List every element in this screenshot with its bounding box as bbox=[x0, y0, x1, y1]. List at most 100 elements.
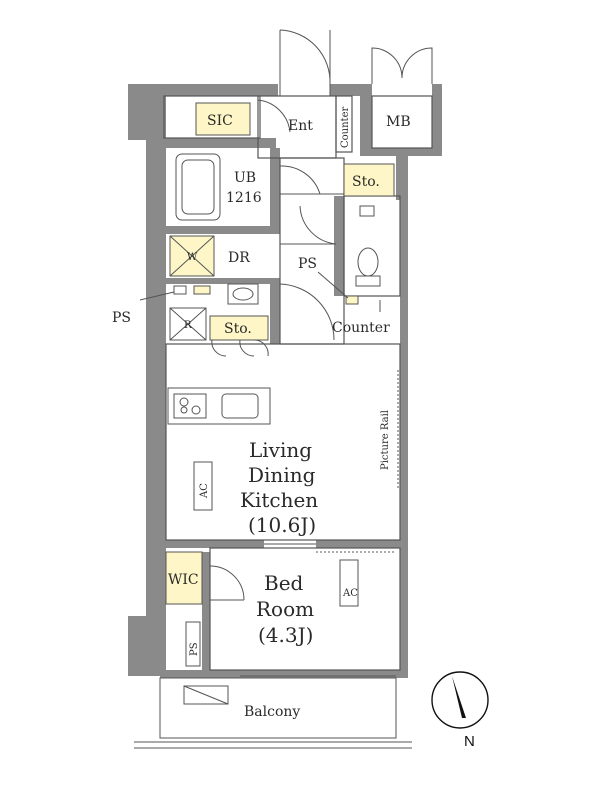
wall-bottom bbox=[160, 670, 408, 678]
balcony-unit bbox=[183, 685, 229, 705]
wall-toilet-left bbox=[334, 196, 344, 296]
wall-ldk-bed bbox=[164, 540, 264, 548]
sto-door-swings bbox=[211, 339, 269, 357]
compass-needle-icon bbox=[452, 676, 466, 718]
wall-top-left bbox=[128, 84, 278, 96]
wall-left-upper bbox=[128, 84, 148, 140]
ps-left-box bbox=[173, 285, 187, 295]
ps-small-fill-1 bbox=[193, 285, 211, 295]
wall-ldk-bed-right bbox=[316, 540, 400, 548]
compass-circle bbox=[431, 671, 489, 729]
wall-bath-bottom bbox=[164, 226, 280, 234]
burner-2 bbox=[191, 405, 201, 415]
ub-label-1: UB bbox=[234, 170, 256, 186]
dr-basin-bowl bbox=[232, 287, 254, 301]
bed-label-2: Room bbox=[256, 597, 314, 621]
ac-bed-box bbox=[339, 559, 359, 607]
balcony-label: Balcony bbox=[244, 704, 300, 720]
ps-bed-label: PS bbox=[189, 642, 200, 656]
north-label: N bbox=[464, 733, 475, 750]
north-compass: N bbox=[431, 671, 489, 750]
sic-door bbox=[257, 99, 291, 136]
wall-wic-right bbox=[202, 552, 210, 670]
wall-left-lower bbox=[128, 616, 166, 676]
ac-ldk-label: AC bbox=[199, 483, 210, 499]
counter-mid-label: Counter bbox=[332, 320, 390, 336]
picture-rail-label: Picture Rail bbox=[380, 410, 391, 470]
bedroom-outline bbox=[209, 547, 401, 671]
r-label: R bbox=[184, 320, 192, 331]
dr-door bbox=[279, 283, 335, 344]
ps-mid-leader bbox=[317, 271, 349, 299]
wall-right-upper bbox=[396, 152, 408, 200]
wic-fill bbox=[165, 551, 203, 605]
fridge-cross-2 bbox=[169, 307, 207, 341]
wall-bath-right bbox=[270, 148, 280, 232]
burner-3 bbox=[180, 406, 188, 414]
ent-label: Ent bbox=[288, 118, 313, 134]
dr-basin bbox=[227, 283, 259, 305]
toilet-tank bbox=[355, 275, 381, 287]
counter-top-outline bbox=[335, 95, 353, 153]
wall-mb-top bbox=[360, 84, 372, 92]
wall-mb-left bbox=[360, 84, 372, 154]
wic-door bbox=[209, 565, 245, 601]
w-label: W bbox=[187, 252, 198, 263]
bed-label-1: Bed bbox=[264, 571, 304, 595]
wall-mb-right bbox=[432, 84, 442, 156]
sic-fill bbox=[195, 102, 251, 136]
mb-door-left bbox=[371, 47, 403, 84]
sic-room-outline bbox=[163, 95, 261, 139]
ldk-size-label: (10.6J) bbox=[248, 513, 316, 537]
toilet-outline bbox=[343, 195, 401, 297]
sink bbox=[221, 393, 259, 419]
toilet-bowl bbox=[357, 247, 379, 277]
wall-dr-bottom bbox=[164, 278, 280, 284]
sic-label: SIC bbox=[207, 113, 233, 129]
ub-label-2: 1216 bbox=[226, 190, 262, 206]
ps-mid-label: PS bbox=[298, 256, 317, 272]
balcony-outline bbox=[159, 677, 397, 739]
ps-small-fill-2 bbox=[345, 295, 359, 305]
sto-lower-fill bbox=[209, 315, 269, 341]
ps-bed-box bbox=[185, 621, 201, 667]
washer-cross-2 bbox=[169, 235, 215, 277]
burner-1 bbox=[179, 397, 189, 407]
ldk-label-1: Living bbox=[249, 438, 312, 462]
ldk-label-2: Dining bbox=[248, 463, 316, 487]
dr-label: DR bbox=[228, 250, 250, 266]
hall-door bbox=[280, 205, 337, 245]
wall-right-main bbox=[400, 196, 408, 676]
sto-upper-label: Sto. bbox=[352, 174, 380, 190]
stove bbox=[173, 393, 207, 419]
wic-label: WIC bbox=[168, 572, 199, 588]
bed-size-label: (4.3J) bbox=[258, 623, 313, 647]
walls bbox=[128, 84, 442, 678]
bath-door bbox=[279, 165, 344, 195]
mb-outline bbox=[371, 95, 433, 149]
ldk-label-3: Kitchen bbox=[240, 488, 318, 512]
counter-top-label: Counter bbox=[340, 107, 351, 148]
bathtub bbox=[175, 153, 221, 221]
ldk-outline bbox=[165, 343, 401, 541]
outline bbox=[163, 95, 433, 671]
ps-left-label: PS bbox=[112, 310, 131, 326]
labels: SIC Ent Counter MB UB 1216 Sto. W DR PS … bbox=[112, 107, 411, 720]
kitchen-counter bbox=[167, 387, 271, 425]
wall-sic bbox=[164, 138, 276, 148]
toilet-sink bbox=[359, 205, 375, 217]
fixtures bbox=[134, 29, 433, 749]
ac-ldk-box bbox=[193, 461, 213, 511]
wall-sto-right bbox=[270, 284, 280, 344]
sto-upper-fill bbox=[343, 163, 395, 197]
mb-door-right bbox=[401, 47, 433, 84]
bathtub-inner bbox=[181, 159, 215, 215]
balcony-unit-diag bbox=[183, 685, 229, 705]
fridge bbox=[169, 307, 207, 341]
sto-lower-label: Sto. bbox=[224, 321, 252, 337]
entrance-door bbox=[279, 29, 331, 96]
mb-label: MB bbox=[386, 114, 411, 130]
ac-bed-label: AC bbox=[342, 588, 358, 599]
